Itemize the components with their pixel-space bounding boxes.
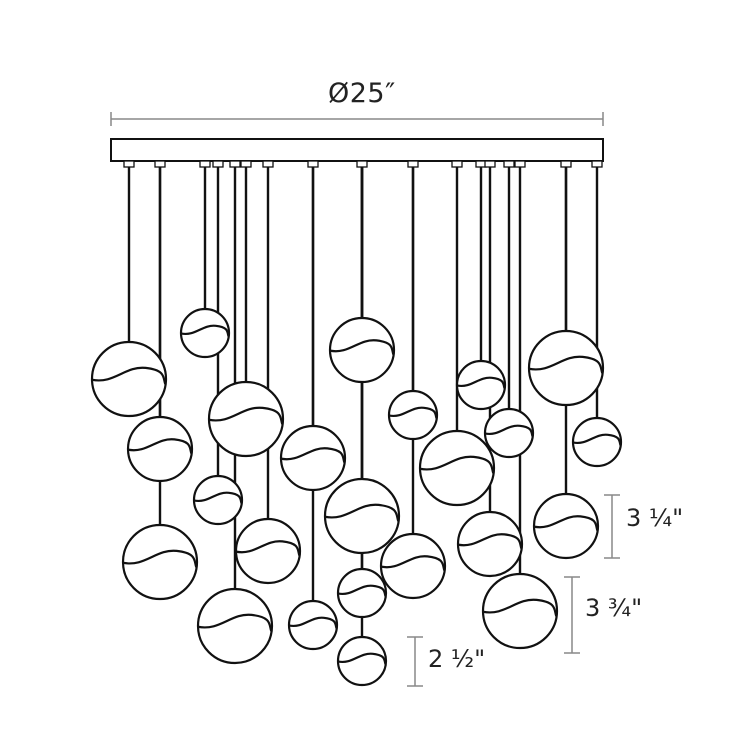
globe-wave-line xyxy=(324,503,400,522)
width-dimension-line xyxy=(110,112,604,126)
globe-wave-line xyxy=(197,613,273,632)
globe-height-label-large: 3 ¾" xyxy=(585,594,643,622)
glass-globe xyxy=(287,599,339,651)
canopy-plate xyxy=(110,138,604,162)
glass-globe xyxy=(387,389,439,441)
glass-globe xyxy=(121,523,199,601)
width-dimension-label: Ø25″ xyxy=(328,78,396,109)
cord-mount xyxy=(212,160,224,168)
cord-mount xyxy=(240,160,252,168)
globe-wave-line xyxy=(337,652,387,665)
globe-wave-line xyxy=(456,376,506,389)
globe-wave-line xyxy=(388,406,438,419)
glass-globe xyxy=(179,307,231,359)
globe-wave-line xyxy=(91,366,167,385)
globe-wave-line xyxy=(127,438,193,454)
globe-wave-line xyxy=(457,533,523,549)
cord-mount xyxy=(451,160,463,168)
globe-wave-line xyxy=(208,406,284,425)
cord-mount xyxy=(199,160,211,168)
cord-mount xyxy=(503,160,515,168)
globe-wave-line xyxy=(122,549,198,568)
glass-globe xyxy=(571,416,623,468)
globe-wave-line xyxy=(572,433,622,446)
cord-mount xyxy=(356,160,368,168)
cord-mount xyxy=(591,160,603,168)
cord-mount xyxy=(514,160,526,168)
glass-globe xyxy=(379,532,447,600)
globe-wave-line xyxy=(180,324,230,337)
glass-globe xyxy=(323,477,401,555)
glass-globe xyxy=(456,510,524,578)
glass-globe xyxy=(279,424,347,492)
globe-wave-line xyxy=(235,540,301,556)
cord-mount xyxy=(307,160,319,168)
glass-globe xyxy=(483,407,535,459)
glass-globe xyxy=(234,517,302,585)
globe-wave-line xyxy=(280,447,346,463)
glass-globe xyxy=(192,474,244,526)
glass-globe xyxy=(126,415,194,483)
glass-globe xyxy=(207,380,285,458)
globe-wave-line xyxy=(482,598,558,617)
glass-globe xyxy=(455,359,507,411)
cord-mount xyxy=(154,160,166,168)
pendant-cords xyxy=(127,167,599,637)
cord-mount xyxy=(229,160,241,168)
globe-wave-line xyxy=(193,491,243,504)
glass-globe xyxy=(418,429,496,507)
cord-mount xyxy=(407,160,419,168)
cord-mounts xyxy=(123,160,603,168)
glass-globe xyxy=(90,340,168,418)
cord-mount xyxy=(123,160,135,168)
glass-globe xyxy=(532,492,600,560)
glass-globe xyxy=(481,572,559,650)
globe-wave-line xyxy=(288,616,338,629)
glass-globe xyxy=(328,316,396,384)
glass-globe xyxy=(336,567,388,619)
globe-height-label-small: 3 ¼" xyxy=(626,504,684,532)
glass-globe xyxy=(196,587,274,665)
glass-globes xyxy=(90,307,623,687)
cord-mount xyxy=(484,160,496,168)
cord-mount xyxy=(262,160,274,168)
globe-wave-line xyxy=(533,515,599,531)
glass-globe xyxy=(527,329,605,407)
globe-wave-line xyxy=(337,584,387,597)
globe-wave-line xyxy=(528,355,604,374)
cord-mount xyxy=(560,160,572,168)
globe-wave-line xyxy=(380,555,446,571)
globe-height-label-smallest: 2 ½" xyxy=(428,645,486,673)
glass-globe xyxy=(336,635,388,687)
height-dimension-lines xyxy=(407,494,620,687)
globe-wave-line xyxy=(329,339,395,355)
globe-wave-line xyxy=(419,455,495,474)
globe-wave-line xyxy=(484,424,534,437)
